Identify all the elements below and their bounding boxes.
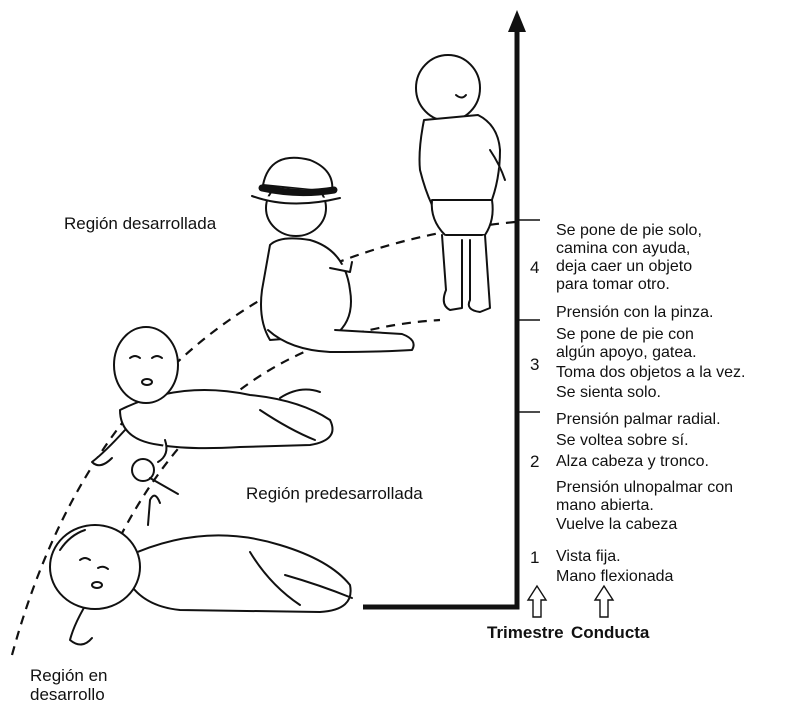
inner-region-arc (86, 318, 441, 611)
trimester-2-number: 2 (530, 452, 540, 471)
behavior-text: Mano flexionada (556, 568, 674, 585)
behavior-axis-label: Conducta (571, 623, 650, 642)
baby-standing-icon (415, 54, 506, 313)
trimester-up-arrow-icon (526, 584, 548, 618)
behavior-text: camina con ayuda, (556, 240, 691, 257)
behavior-text: deja caer un objeto (556, 258, 693, 275)
behavior-text: Vuelve la cabeza (556, 516, 678, 533)
behavior-text: Alza cabeza y tronco. (556, 453, 709, 470)
behavior-text: Se pone de pie solo, (556, 222, 702, 239)
behavior-text: Se sienta solo. (556, 384, 661, 401)
behavior-text: Se pone de pie con (556, 326, 694, 343)
behavior-text: Vista fija. (556, 548, 621, 565)
behavior-text: algún apoyo, gatea. (556, 344, 697, 361)
baby-crawling-with-rattle-icon (91, 326, 334, 495)
trimester-3-number: 3 (530, 355, 540, 374)
development-axis (363, 10, 540, 610)
baby-sitting-with-hat-icon (251, 156, 415, 353)
behavior-text: Prensión con la pinza. (556, 304, 714, 321)
behavior-text: Se voltea sobre sí. (556, 432, 689, 449)
trimester-axis-label: Trimestre (487, 623, 564, 642)
baby-lying-prone-icon (49, 494, 353, 646)
region-predeveloped-label: Región predesarrollada (246, 484, 423, 503)
region-developed-label: Región desarrollada (64, 214, 217, 233)
trimester-1-number: 1 (530, 548, 540, 567)
behavior-text: mano abierta. (556, 497, 654, 514)
outer-region-arc (10, 220, 516, 656)
region-developing-label-line1: Región en (30, 666, 108, 685)
axis-arrow-head (508, 10, 526, 32)
behavior-text: Prensión ulnopalmar con (556, 479, 733, 496)
region-developing-label-line2: desarrollo (30, 685, 105, 704)
behavior-text: Prensión palmar radial. (556, 411, 721, 428)
behavior-text: para tomar otro. (556, 276, 670, 293)
behavior-text: Toma dos objetos a la vez. (556, 364, 746, 381)
behavior-up-arrow-icon (593, 584, 615, 618)
trimester-4-number: 4 (530, 258, 540, 277)
